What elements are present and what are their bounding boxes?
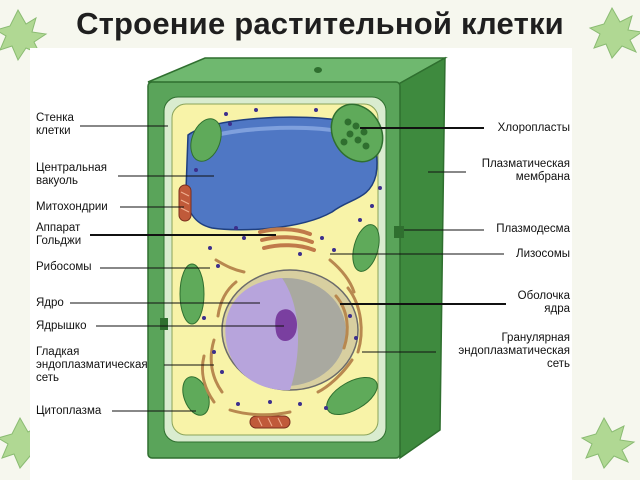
slide-title: Строение растительной клетки bbox=[76, 6, 564, 41]
plasmodesma bbox=[394, 226, 404, 238]
label-cytoplasm: Цитоплазма bbox=[36, 405, 102, 417]
leaf-top-right-icon bbox=[588, 6, 640, 59]
leaf-top-left-icon bbox=[0, 8, 48, 62]
label-plasmodesma: Плазмодесма bbox=[496, 223, 570, 235]
label-chloroplasts: Хлоропласты bbox=[497, 122, 570, 134]
ribosomes bbox=[194, 108, 382, 410]
label-mitochondria: Митохондрии bbox=[36, 201, 108, 213]
golgi-apparatus bbox=[258, 227, 316, 252]
label-ribosomes: Рибосомы bbox=[36, 261, 92, 273]
chloroplasts bbox=[179, 103, 384, 416]
central-vacuole bbox=[185, 116, 378, 231]
leader-lines bbox=[70, 125, 506, 412]
leaf-bottom-right-icon bbox=[580, 416, 636, 469]
endoplasmic-reticulum bbox=[200, 258, 363, 417]
cell-wall-right bbox=[394, 56, 446, 460]
label-lysosomes: Лизосомы bbox=[516, 248, 570, 260]
nucleolus bbox=[275, 309, 298, 341]
label-nucleolus: Ядрышко bbox=[36, 320, 87, 332]
mitochondria bbox=[178, 184, 291, 429]
label-nucleus: Ядро bbox=[36, 297, 64, 309]
